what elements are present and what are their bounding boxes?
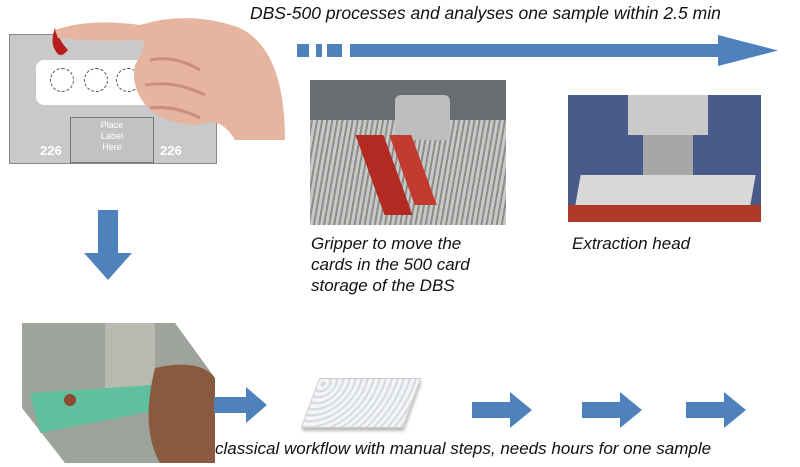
gripper-caption: Gripper to move the cards in the 500 car… <box>311 233 470 296</box>
gripper-photo <box>310 80 506 225</box>
manual-punch-photo <box>22 323 215 463</box>
workflow-arrow-1 <box>214 387 267 423</box>
workflow-arrow-2 <box>472 392 532 428</box>
down-arrow <box>84 210 132 280</box>
extraction-head-photo <box>568 95 761 222</box>
fast-process-arrow <box>297 35 778 66</box>
card-label-text: Label <box>100 131 124 141</box>
hand-with-blood-drop <box>52 18 285 141</box>
caption-line: cards in the 500 card <box>311 255 470 274</box>
microplate-image <box>300 378 422 428</box>
title: DBS-500 processes and analyses one sampl… <box>250 3 721 23</box>
workflow-arrow-3 <box>582 392 642 428</box>
card-label-text: Here <box>102 142 122 152</box>
extraction-caption: Extraction head <box>572 234 691 253</box>
card-label-text: Place <box>100 120 124 130</box>
card-number-left: 226 <box>40 143 62 158</box>
caption-line: storage of the DBS <box>311 276 455 295</box>
workflow-arrow-4 <box>686 392 746 428</box>
caption-line: Gripper to move the <box>311 234 462 253</box>
card-number-right: 226 <box>160 143 182 158</box>
bottom-caption: classical workflow with manual steps, ne… <box>215 439 712 458</box>
